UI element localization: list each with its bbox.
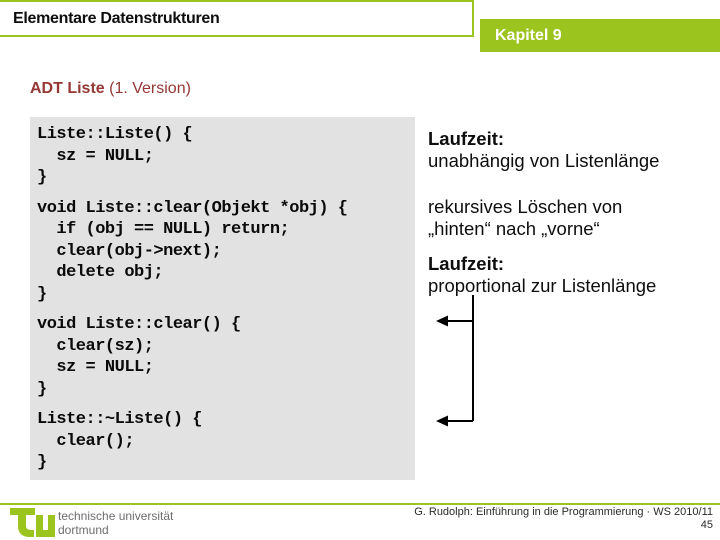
code-line: void Liste::clear(Objekt *obj) { (37, 198, 348, 218)
annotation-title: Laufzeit: (428, 253, 505, 274)
annotation-recursive-delete: rekursives Löschen von „hinten“ nach „vo… (428, 196, 713, 239)
code-line: clear(obj->next); (37, 241, 222, 261)
code-line: void Liste::clear() { (37, 315, 241, 334)
annotation-runtime-constructor: Laufzeit: unabhängig von Listenlänge (428, 128, 713, 171)
footer-course: G. Rudolph: Einführung in die Programmie… (414, 506, 713, 518)
slide-title: Elementare Datenstrukturen (13, 10, 220, 27)
logo-line1: technische universität (58, 509, 174, 523)
section-heading-main: ADT Liste (30, 80, 105, 97)
code-section-clear-obj: void Liste::clear(Objekt *obj) { if (obj… (37, 198, 415, 306)
code-section-destructor: Liste::~Liste() { clear(); } (37, 409, 415, 474)
annotation-runtime-clear: Laufzeit: proportional zur Listenlänge (428, 253, 713, 296)
code-line: sz = NULL; (37, 146, 154, 166)
code-line: } (37, 168, 47, 187)
section-heading-suffix: (1. Version) (104, 80, 191, 97)
code-line: clear(); (37, 431, 135, 451)
annotation-title: Laufzeit: (428, 128, 505, 149)
code-section-constructor: Liste::Liste() { sz = NULL; } (37, 124, 415, 189)
annotation-text: „hinten“ nach „vorne“ (428, 217, 600, 239)
code-line: } (37, 284, 47, 304)
code-line: clear(sz); (37, 336, 154, 356)
footer-divider (0, 503, 720, 505)
annotation-text: rekursives Löschen von (428, 196, 623, 217)
chapter-label: Kapitel 9 (495, 27, 562, 44)
logo-line2: dortmund (58, 522, 109, 537)
footer-info: G. Rudolph: Einführung in die Programmie… (414, 506, 713, 531)
code-line: Liste::~Liste() { (37, 410, 202, 429)
code-line: if (obj == NULL) return; (37, 220, 290, 239)
section-heading: ADT Liste (1. Version) (30, 80, 191, 98)
code-line: } (37, 379, 47, 399)
tu-dortmund-wordmark: technische universität dortmund (58, 509, 174, 537)
code-section-clear: void Liste::clear() { clear(sz); sz = NU… (37, 314, 415, 400)
code-line: sz = NULL; (37, 358, 154, 377)
code-line: Liste::Liste() { (37, 125, 193, 144)
annotation-text: proportional zur Listenlänge (428, 274, 657, 296)
code-block: Liste::Liste() { sz = NULL; } void Liste… (30, 117, 415, 480)
tu-dortmund-logo-icon (10, 508, 55, 537)
chapter-badge: Kapitel 9 (480, 19, 720, 52)
code-line: } (37, 453, 47, 472)
page-number: 45 (700, 519, 713, 531)
annotation-text: unabhängig von Listenlänge (428, 149, 660, 171)
slide-title-bar: Elementare Datenstrukturen (0, 0, 474, 37)
arrow-connector (436, 295, 474, 427)
code-line: delete obj; (37, 263, 164, 282)
